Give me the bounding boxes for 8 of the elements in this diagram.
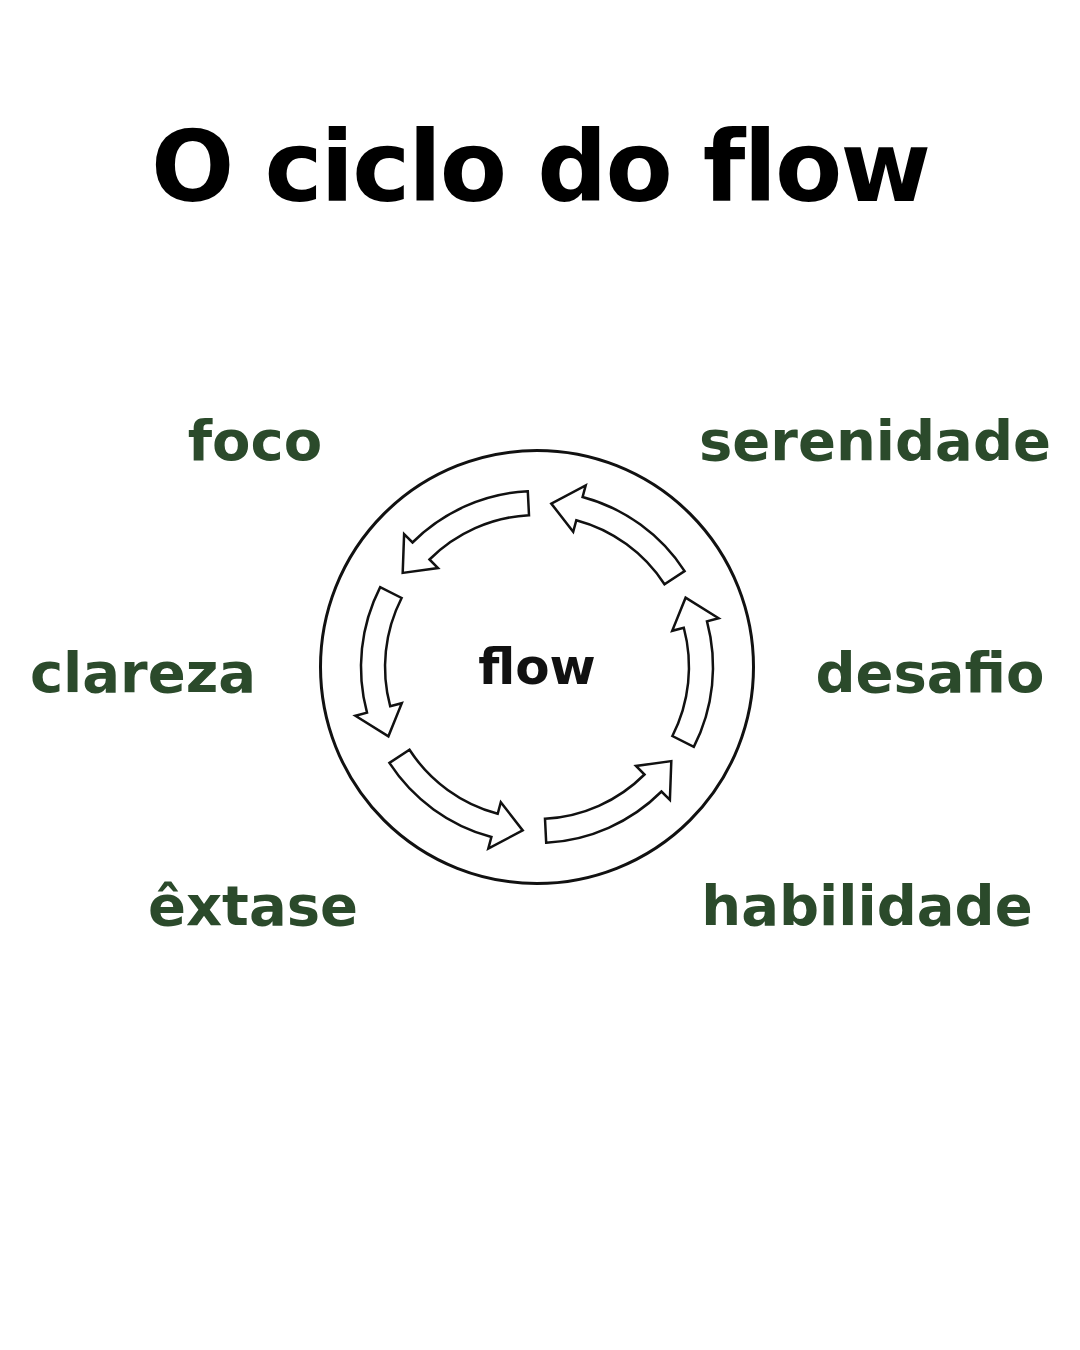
stage-label: habilidade	[701, 872, 1033, 938]
stage-label: serenidade	[699, 407, 1051, 473]
stage-label: desafio	[815, 639, 1045, 705]
stage-label: clareza	[29, 639, 257, 705]
title: O ciclo do flow	[150, 110, 930, 224]
stage-label: foco	[187, 407, 323, 473]
center-label: flow	[478, 638, 596, 696]
stage-label: êxtase	[148, 872, 358, 938]
